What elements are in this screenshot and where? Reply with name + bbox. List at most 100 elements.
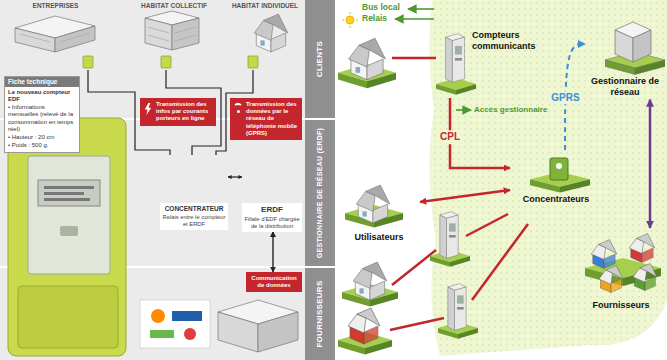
linky-meter [28,156,110,274]
house-icon [356,185,390,223]
section-band: GESTIONNAIRE DE RÉSEAU (ERDF) [305,120,335,266]
supplier-building [140,300,210,348]
client-building: ENTREPRISES [8,2,103,70]
node-label: ENTREPRISES [8,2,103,10]
network-region [429,0,667,356]
cpl-wire [472,224,528,300]
green-arrow [395,18,434,20]
apartment-building [172,18,199,50]
annotation: Relais [362,14,387,24]
sun-icon [350,12,351,14]
section-band: CLIENTS [305,0,335,118]
apartment-building [148,27,169,33]
concentrator-unit: CONCENTRATEURRelais entre le compteur et… [160,155,228,230]
network-region [429,0,667,356]
node-label: CONCENTRATEUR [160,203,228,213]
linky-meter [44,198,90,201]
callout-box: Communication de données [246,272,302,292]
company-building [15,16,95,52]
edge-label: GPRS [549,91,581,105]
node-label: Fournisseurs [578,300,664,311]
node-description: • Hauteur : 20 cm [5,133,79,141]
meter-icon [430,34,478,339]
supplier-houses [633,264,657,291]
section-band: FOURNISSEURS [305,268,335,360]
supplier-houses: Fournisseurs [578,228,664,313]
green-arrow [395,9,471,110]
small-meter [161,56,171,68]
cpl-wire [390,58,528,330]
supplier-building [258,312,298,352]
node-label: Compteurs communicants [472,30,544,52]
client-building: HABITAT INDIVIDUEL [228,2,302,70]
cpl-wire [392,57,436,60]
sun-icon [342,12,358,28]
linky-meter [44,192,84,195]
apartment-building [175,35,196,41]
node-label: Communication de données [248,275,300,289]
node-label: GESTIONNAIRE DE RÉSEAU (ERDF) [316,128,324,258]
connector [420,190,510,202]
house-icon [353,262,387,300]
connector [272,232,273,273]
company-building [60,33,90,42]
node-label: HABITAT INDIVIDUEL [228,2,302,10]
green-arrow [408,8,434,10]
linky-meter [8,118,126,356]
operator-building [605,22,665,74]
network-region [429,0,667,356]
edge-label: CPL [438,130,462,144]
company-building [55,26,95,52]
sun-icon [342,20,344,21]
small-meter [83,56,93,68]
supplier-houses [591,240,617,269]
meter-icon [445,34,464,83]
apartment-building [175,27,196,33]
linky-meter [60,226,78,236]
annotation: Accès gestionnaire [474,105,547,114]
linky-meter [38,180,100,206]
user-house: Utilisateurs [338,182,420,245]
individual-house [254,14,288,52]
supplier-building [184,328,196,340]
node-label: FOURNISSEURS [315,280,325,347]
node-label: ERDF [242,203,302,215]
node-label: CLIENTS [315,41,325,77]
individual-house [254,14,288,52]
house-icon [338,38,403,354]
apartment-building [148,35,169,41]
house-icon [348,308,380,344]
sun-icon [350,26,351,28]
apartment-building [145,11,199,50]
connector [649,100,652,228]
company-building [15,28,55,52]
concentrator-hub: Concentrateurs [510,150,602,207]
client-building: HABITAT COLLECTIF [128,2,220,70]
cpl-wire [390,318,444,330]
node-description: • Informations mensuelles (relevé de la … [5,103,79,133]
sun-icon [356,20,358,21]
house-icon [349,38,386,79]
node-description: Filiale d'EDF chargée de la distribution [242,215,302,232]
small-meter [83,56,258,68]
smart-meter: Compteurs communicants [438,26,546,98]
supplier-houses [629,234,655,263]
callout-box: Transmission des infos par courants port… [140,98,216,126]
concentrator-icon [556,163,562,169]
supplier-building [218,312,258,352]
operator-building [633,30,651,62]
node-label: Transmission des données par le réseau d… [246,101,299,137]
linky-meter [18,286,118,348]
annotation: Bus local [362,3,400,13]
supplier-building [172,311,202,321]
node-description: • Poids : 500 g. [5,141,79,149]
sun-icon [346,16,354,24]
left-background [0,0,305,360]
linky-meter [8,118,126,356]
supplier-building [140,300,298,352]
callout-box: Transmission des données par le réseau d… [230,98,302,140]
connector [228,176,242,177]
node-label: Transmission des infos par courants port… [156,101,213,123]
node-label: Gestionnaire de réseau [585,76,665,98]
